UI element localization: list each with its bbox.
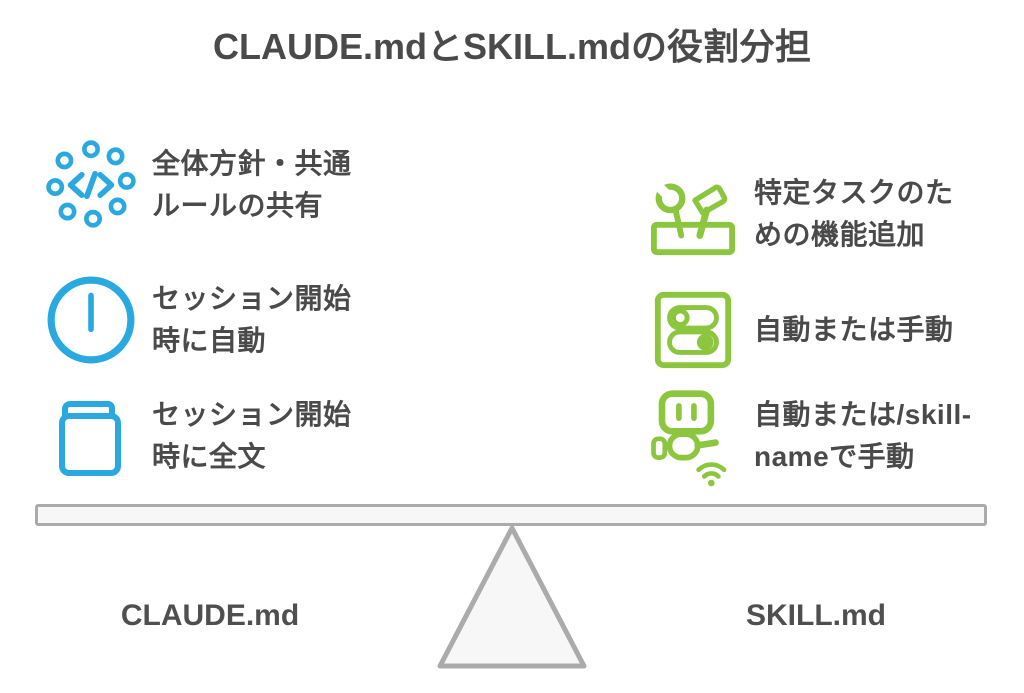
fulcrum-triangle	[437, 525, 587, 669]
toolbox-icon	[646, 168, 740, 260]
list-item-auto-at-session-start: セッション開始 時に自動	[44, 274, 352, 366]
list-item-auto-or-skill-name-manual: 自動または/skill- nameで手動	[646, 390, 972, 487]
book-icon	[44, 390, 138, 482]
item-text: セッション開始 時に自動	[152, 283, 352, 356]
robot-wifi-icon	[646, 390, 740, 487]
session-auto-start-icon	[44, 274, 138, 366]
list-item-task-feature-addition: 特定タスクのた めの機能追加	[646, 168, 954, 260]
claude-md-label: CLAUDE.md	[120, 599, 300, 632]
item-text: 自動または手動	[754, 314, 954, 345]
item-text: 特定タスクのた めの機能追加	[754, 177, 954, 250]
list-item-shared-rules: 全体方針・共通 ルールの共有	[44, 139, 352, 231]
toggle-switches-icon	[646, 284, 740, 376]
code-network-icon	[44, 139, 138, 231]
item-text: 自動または/skill- nameで手動	[754, 399, 972, 472]
list-item-full-text-at-session-start: セッション開始 時に全文	[44, 390, 352, 482]
list-item-auto-or-manual: 自動または手動	[646, 284, 954, 376]
page-title: CLAUDE.mdとSKILL.mdの役割分担	[213, 26, 811, 67]
skill-md-label: SKILL.md	[746, 599, 886, 632]
item-text: 全体方針・共通 ルールの共有	[152, 148, 352, 221]
item-text: セッション開始 時に全文	[152, 399, 352, 472]
balance-beam	[35, 504, 987, 526]
